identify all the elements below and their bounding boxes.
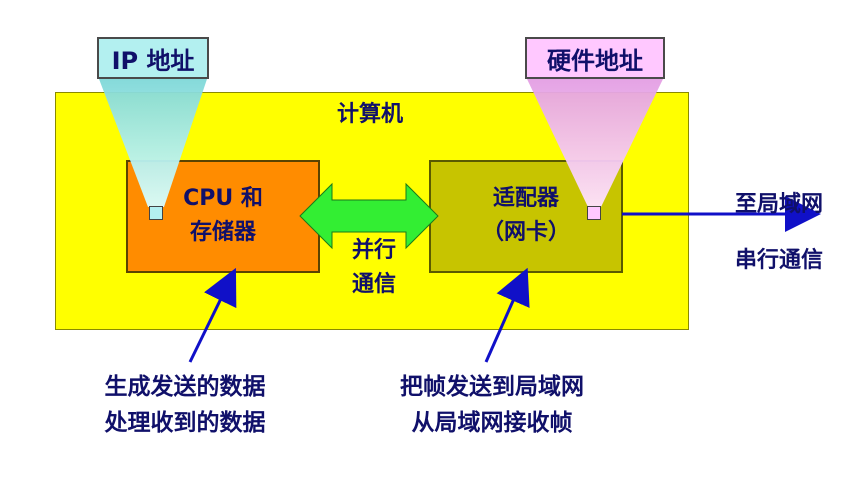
cpu-note-line2: 处理收到的数据 bbox=[104, 410, 266, 436]
adapter-line2: （网卡） bbox=[481, 220, 570, 245]
parallel-line1: 并行 bbox=[351, 238, 396, 263]
cpu-memory-label: CPU 和 存储器 bbox=[146, 182, 300, 250]
computer-title: 计算机 bbox=[336, 102, 403, 127]
parallel-line2: 通信 bbox=[351, 272, 396, 297]
lan-line1: 至局域网 bbox=[734, 192, 823, 217]
hardware-address-tag: 硬件地址 bbox=[525, 37, 665, 79]
adapter-note-arrow bbox=[484, 267, 530, 363]
adapter-note-line2: 从局域网接收帧 bbox=[411, 410, 573, 436]
cpu-note-arrow bbox=[188, 267, 237, 363]
adapter-note: 把帧发送到局域网 从局域网接收帧 bbox=[362, 369, 622, 441]
ip-port-marker bbox=[149, 206, 163, 220]
cpu-memory-line1: CPU 和 bbox=[183, 186, 263, 211]
ip-address-tag: IP 地址 bbox=[97, 37, 209, 79]
parallel-communication-label: 并行 通信 bbox=[334, 234, 414, 302]
cpu-memory-line2: 存储器 bbox=[189, 220, 256, 245]
parallel-double-arrow bbox=[299, 182, 439, 250]
adapter-label: 适配器 （网卡） bbox=[449, 182, 603, 250]
lan-line2: 串行通信 bbox=[734, 248, 823, 273]
cpu-note-line1: 生成发送的数据 bbox=[104, 374, 266, 400]
adapter-note-line1: 把帧发送到局域网 bbox=[400, 374, 584, 400]
lan-label: 至局域网 串行通信 bbox=[704, 177, 854, 289]
hardware-address-beam bbox=[527, 79, 663, 207]
hardware-port-marker bbox=[587, 206, 601, 220]
ip-address-beam bbox=[99, 79, 207, 207]
adapter-line1: 适配器 bbox=[492, 186, 559, 211]
cpu-note: 生成发送的数据 处理收到的数据 bbox=[60, 369, 310, 441]
